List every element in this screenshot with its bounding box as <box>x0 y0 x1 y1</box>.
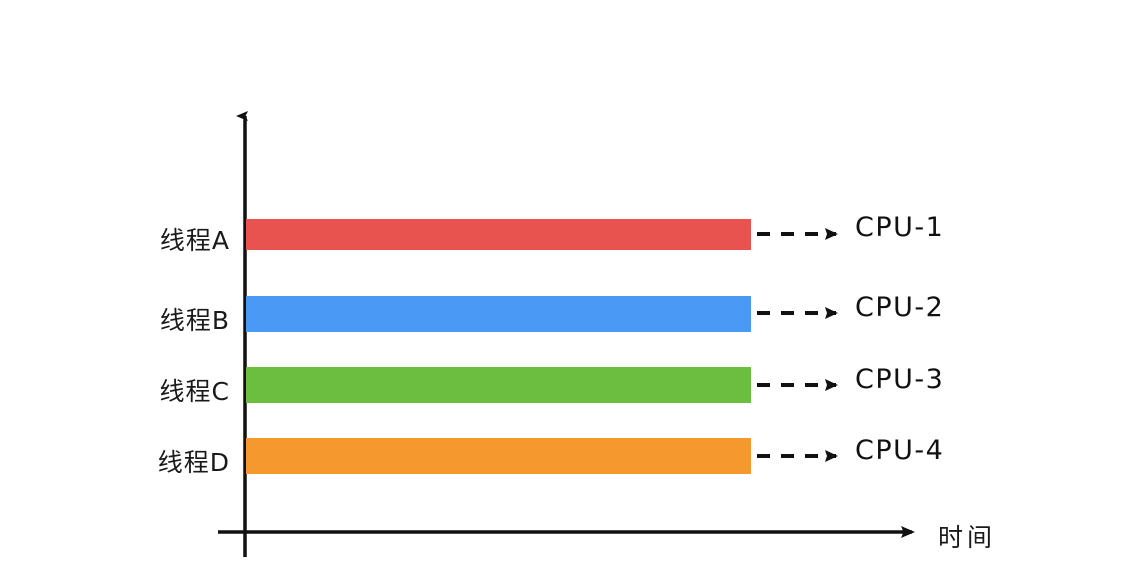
cpu-label-row-1: CPU-1 <box>855 212 945 243</box>
thread-bar-row-3 <box>246 367 751 403</box>
cpu-label-row-3: CPU-3 <box>855 364 945 395</box>
thread-bar-row-1 <box>246 219 751 250</box>
thread-label-row-1: 线程A <box>159 226 230 255</box>
cpu-label-row-4: CPU-4 <box>855 435 945 466</box>
thread-bar-row-2 <box>246 296 751 332</box>
thread-label-row-2: 线程B <box>159 306 230 335</box>
thread-bar-row-4 <box>246 438 751 474</box>
thread-label-row-3: 线程C <box>159 377 230 406</box>
cpu-label-row-2: CPU-2 <box>855 292 945 323</box>
thread-label-row-4: 线程D <box>157 448 230 477</box>
x-axis-label: 时间 <box>938 523 997 552</box>
